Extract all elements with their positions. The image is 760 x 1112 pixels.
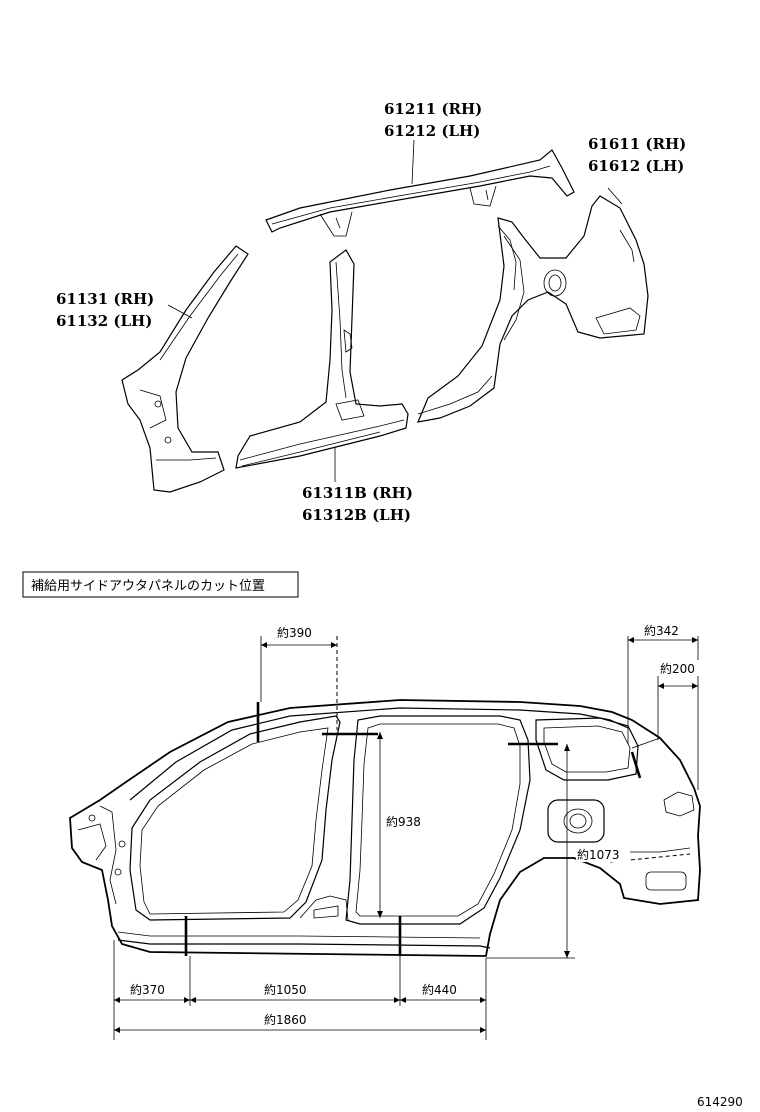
rocker-panel-part <box>235 249 409 469</box>
front-pillar-leader <box>167 304 193 319</box>
front-pillar-part <box>121 245 249 493</box>
roof-rail-leader <box>411 139 415 185</box>
part-number-pillar-rh: 61131 (RH) <box>56 290 154 308</box>
dim-938: 約938 <box>386 814 421 829</box>
exploded-view <box>121 139 649 493</box>
dim-1050: 約1050 <box>264 982 307 997</box>
dim-1860: 約1860 <box>264 1012 307 1027</box>
quarter-panel-part <box>417 195 649 423</box>
dim-200: 約200 <box>660 661 695 676</box>
part-number-pillar-lh: 61132 (LH) <box>56 312 152 330</box>
caption-box <box>22 571 299 598</box>
figure-code: 614290 <box>697 1095 743 1109</box>
part-number-quarter-rh: 61611 (RH) <box>588 135 686 153</box>
roof-rail-part <box>265 149 575 237</box>
part-number-rocker-lh: 61312B (LH) <box>302 506 411 524</box>
dim-390: 約390 <box>277 625 312 640</box>
part-number-roof-rh: 61211 (RH) <box>384 100 482 118</box>
part-number-rocker-rh: 61311B (RH) <box>302 484 413 502</box>
dim-342: 約342 <box>644 623 679 638</box>
section-caption: 補給用サイドアウタパネルのカット位置 <box>31 579 265 594</box>
dim-370: 約370 <box>130 982 165 997</box>
part-number-quarter-lh: 61612 (LH) <box>588 157 684 175</box>
dim-440: 約440 <box>422 982 457 997</box>
side-outer-panel <box>69 699 701 957</box>
quarter-panel-leader <box>607 187 623 205</box>
cut-lines <box>184 702 642 956</box>
dimension-lines <box>113 636 699 1040</box>
part-number-roof-lh: 61212 (LH) <box>384 122 480 140</box>
dim-1073: 約1073 <box>577 847 620 862</box>
